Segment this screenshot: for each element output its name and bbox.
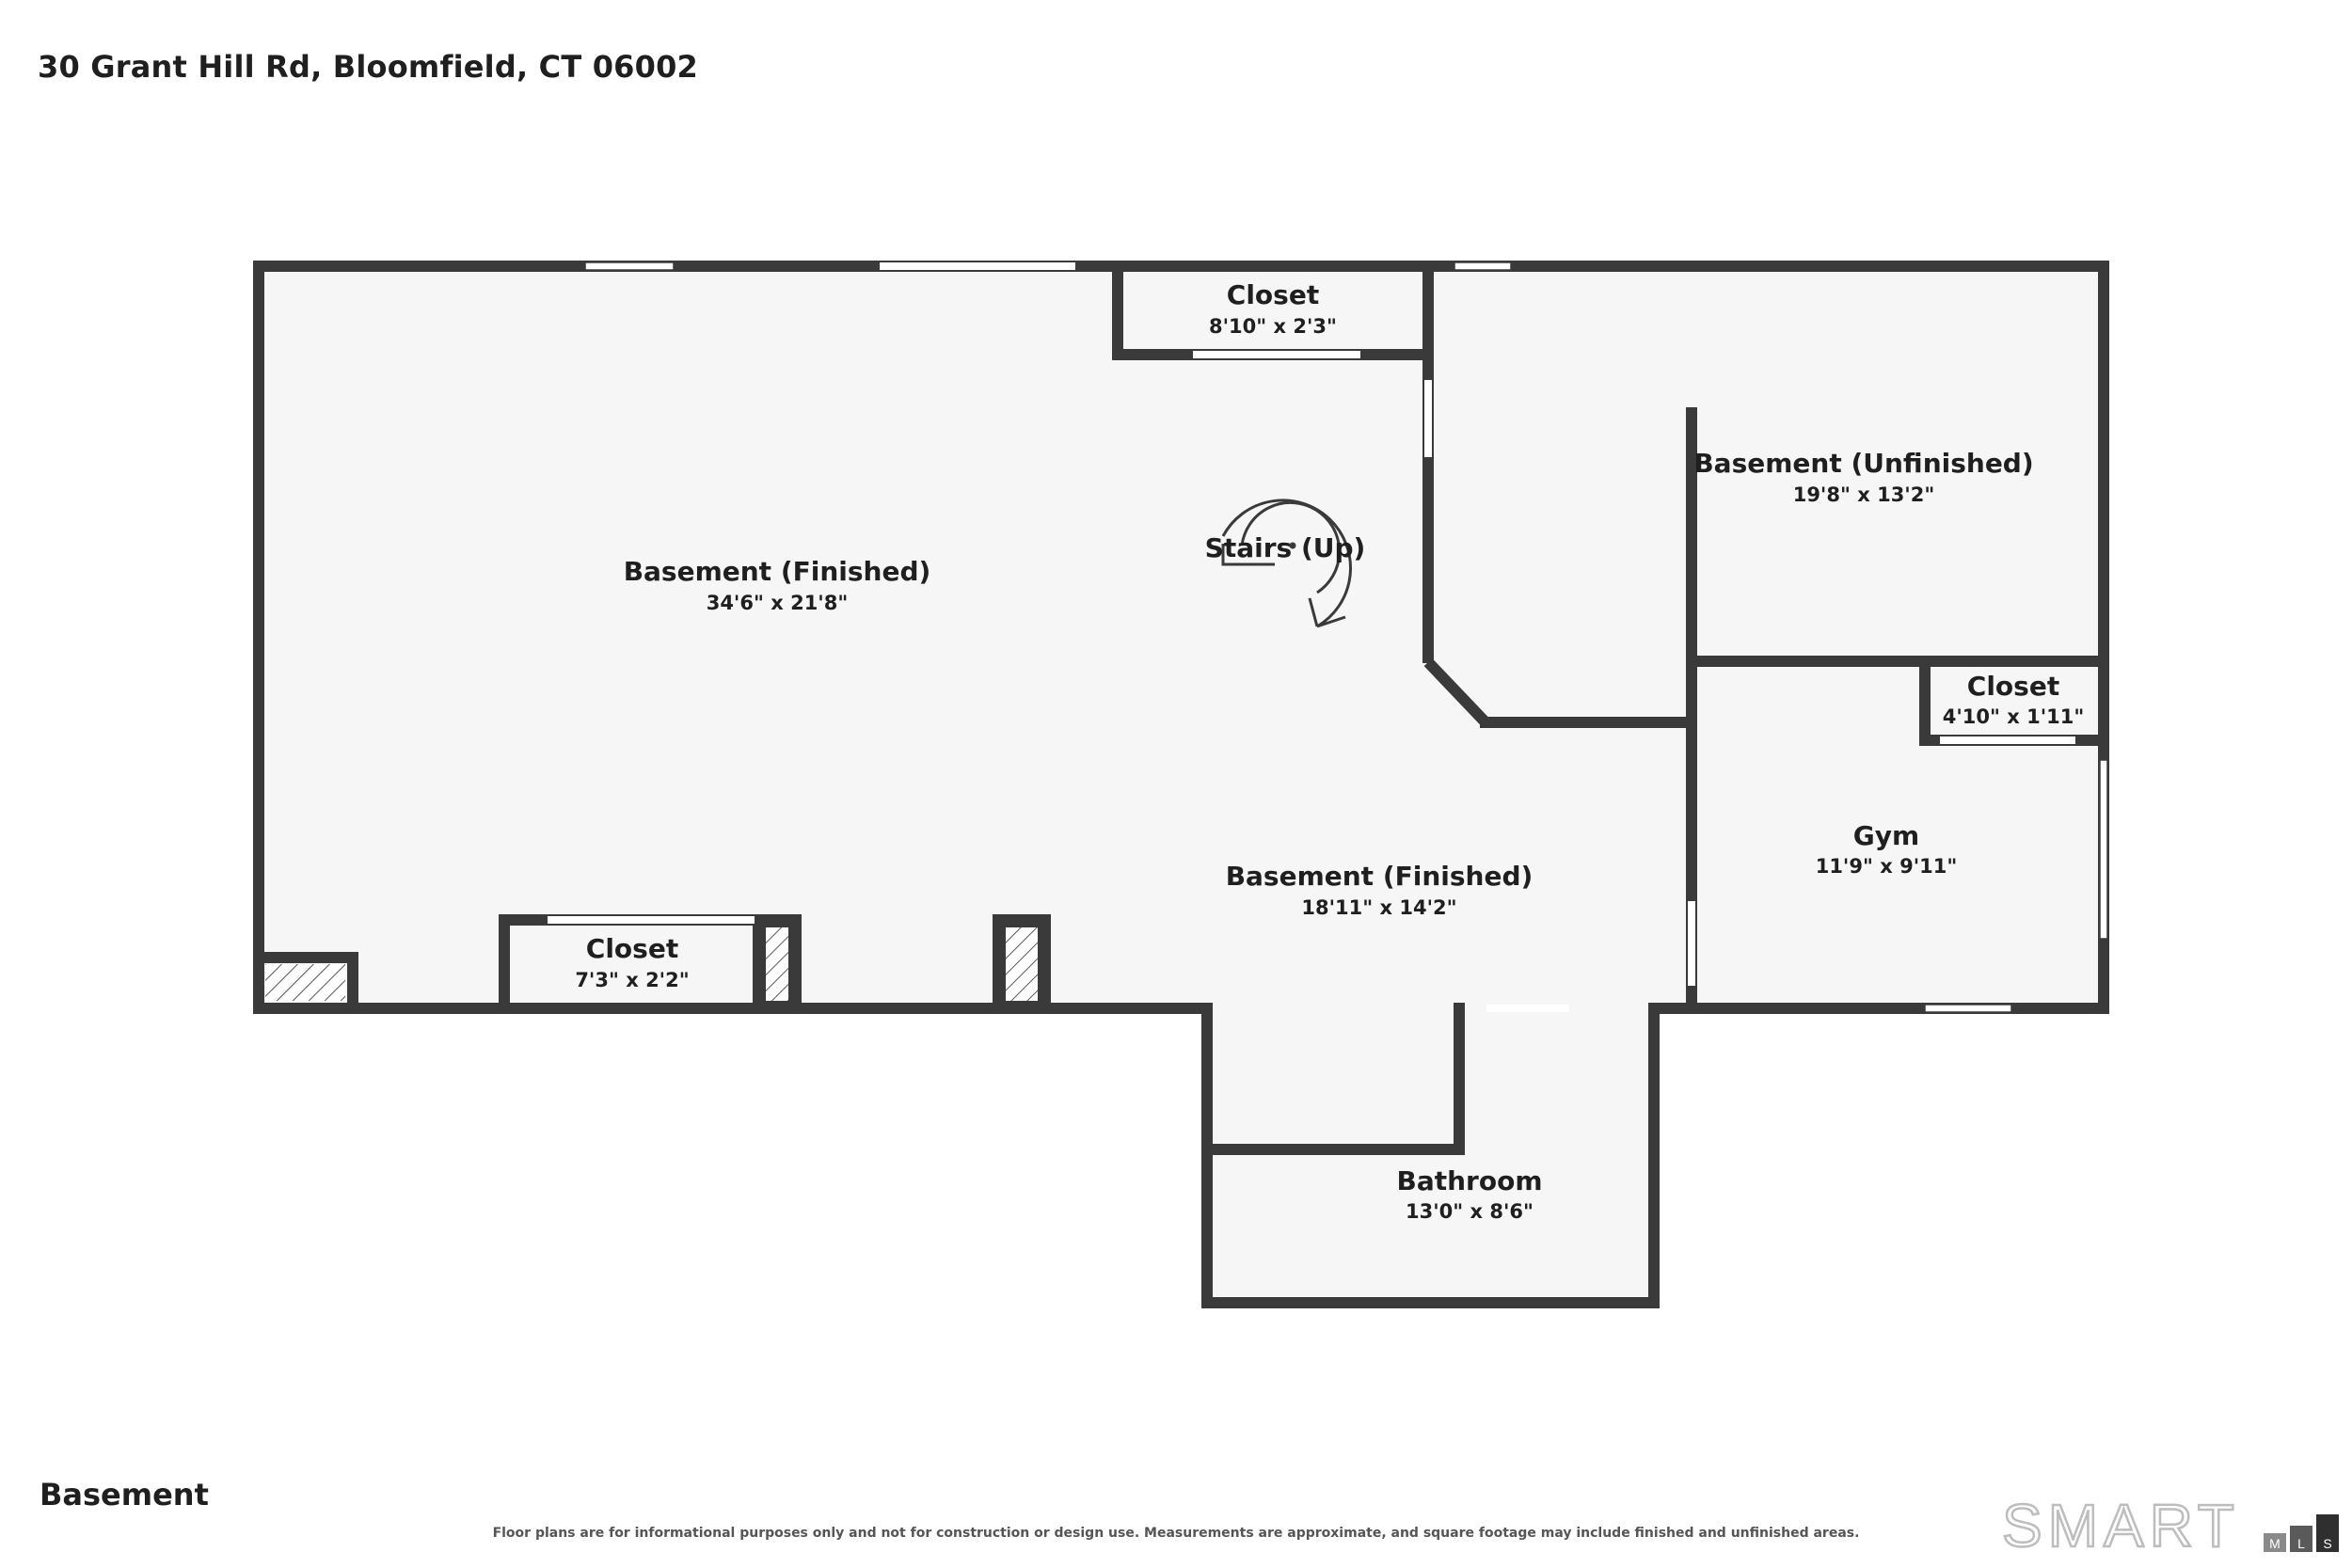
wall-opening-vertical bbox=[1424, 380, 1432, 457]
svg-text:S: S bbox=[2323, 1536, 2331, 1551]
svg-text:Closet: Closet bbox=[586, 933, 678, 964]
svg-text:8'10" x 2'3": 8'10" x 2'3" bbox=[1209, 315, 1337, 338]
closet-right-door bbox=[1940, 736, 2075, 744]
svg-text:18'11" x 14'2": 18'11" x 14'2" bbox=[1301, 896, 1456, 919]
svg-text:4'10" x 1'11": 4'10" x 1'11" bbox=[1943, 705, 2085, 728]
room-closet-right: Closet 4'10" x 1'11" bbox=[1943, 671, 2085, 728]
svg-text:Basement (Finished): Basement (Finished) bbox=[624, 556, 931, 587]
svg-text:L: L bbox=[2297, 1536, 2305, 1551]
svg-text:M: M bbox=[2269, 1536, 2280, 1551]
room-basement-finished-lower: Basement (Finished) 18'11" x 14'2" bbox=[1226, 861, 1534, 919]
svg-text:Closet: Closet bbox=[1967, 671, 2059, 702]
openings bbox=[548, 261, 2108, 1013]
svg-text:Bathroom: Bathroom bbox=[1396, 1165, 1542, 1196]
room-gym: Gym 11'9" x 9'11" bbox=[1816, 820, 1958, 878]
svg-text:11'9" x 9'11": 11'9" x 9'11" bbox=[1816, 855, 1958, 878]
smart-mls-logo-wordmark: SMART bbox=[2002, 1497, 2240, 1554]
window-top-left bbox=[584, 261, 675, 271]
window-gym-bottom bbox=[1924, 1004, 2012, 1013]
closet-top-door bbox=[1193, 351, 1360, 358]
diagonal-wall bbox=[1423, 657, 1490, 727]
room-bathroom: Bathroom 13'0" x 8'6" bbox=[1396, 1165, 1542, 1223]
svg-text:Basement (Finished): Basement (Finished) bbox=[1226, 861, 1534, 892]
stairs-label: Stairs (Up) bbox=[1205, 532, 1366, 563]
svg-text:19'8" x 13'2": 19'8" x 13'2" bbox=[1793, 483, 1935, 506]
spiral-stairs bbox=[1221, 499, 1352, 628]
window-top-right bbox=[1454, 261, 1512, 271]
room-closet-bottom: Closet 7'3" x 2'2" bbox=[575, 933, 689, 991]
room-basement-finished-main: Basement (Finished) 34'6" x 21'8" bbox=[624, 556, 931, 614]
hatched-pillars bbox=[265, 927, 1038, 1001]
svg-text:34'6" x 21'8": 34'6" x 21'8" bbox=[707, 592, 849, 614]
room-basement-unfinished: Basement (Unfinished) 19'8" x 13'2" bbox=[1693, 448, 2033, 506]
closet-bottom-door bbox=[548, 916, 755, 924]
floor-label: Basement bbox=[40, 1477, 209, 1513]
disclaimer-text: Floor plans are for informational purpos… bbox=[492, 1526, 1860, 1541]
svg-text:Closet: Closet bbox=[1227, 279, 1319, 310]
smart-mls-logo: SMART M L S bbox=[2002, 1497, 2339, 1554]
room-closet-top: Closet 8'10" x 2'3" bbox=[1209, 279, 1337, 338]
bathroom-door bbox=[1486, 1005, 1569, 1012]
window-gym-right bbox=[2099, 759, 2108, 940]
floor-fill bbox=[260, 267, 2105, 1301]
property-address: 30 Grant Hill Rd, Bloomfield, CT 06002 bbox=[38, 49, 699, 85]
opening-top-middle bbox=[880, 262, 1075, 270]
svg-text:Gym: Gym bbox=[1853, 820, 1919, 851]
svg-text:Basement (Unfinished): Basement (Unfinished) bbox=[1693, 448, 2033, 479]
gym-left-opening bbox=[1688, 901, 1695, 986]
svg-text:7'3" x 2'2": 7'3" x 2'2" bbox=[575, 969, 689, 991]
svg-text:13'0" x 8'6": 13'0" x 8'6" bbox=[1406, 1200, 1534, 1223]
